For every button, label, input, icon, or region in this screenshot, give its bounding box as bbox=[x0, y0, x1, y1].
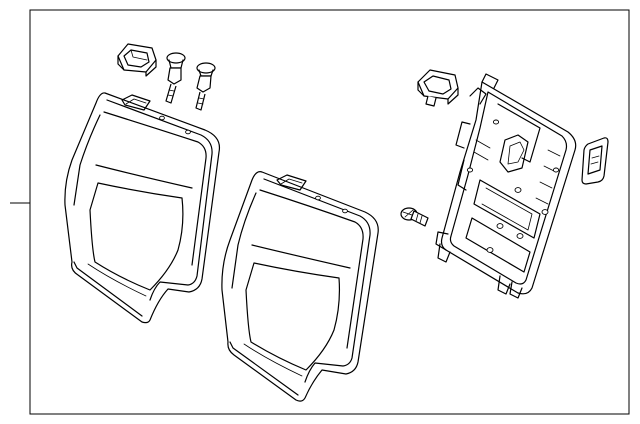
mounting-bolt bbox=[401, 208, 428, 226]
headrest-guide-left bbox=[118, 44, 156, 76]
seat-back-cushion-left bbox=[65, 93, 220, 323]
headrest-pin-1 bbox=[166, 53, 185, 103]
seat-back-frame bbox=[436, 74, 576, 298]
headrest-guide-right bbox=[418, 70, 458, 106]
diagram-frame bbox=[10, 10, 629, 414]
seat-back-cushion-right bbox=[222, 172, 378, 401]
latch-cover bbox=[582, 138, 608, 184]
headrest-pin-2 bbox=[196, 63, 215, 110]
